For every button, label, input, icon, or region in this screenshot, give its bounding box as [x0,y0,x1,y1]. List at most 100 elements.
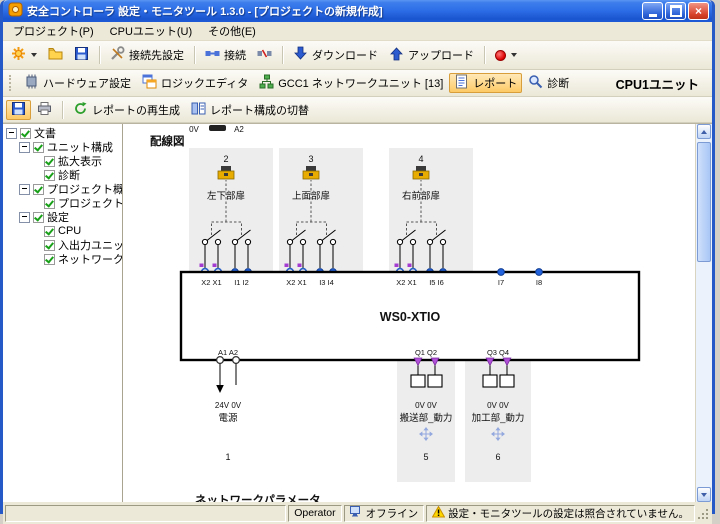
terminal-label: I5 I6 [429,278,444,287]
upload-button[interactable]: アップロード [384,45,479,65]
section-title: 配線図 [150,134,185,148]
save-report-button[interactable] [6,99,31,120]
regenerate-report-button[interactable]: レポートの再生成 [68,100,185,120]
menu-others[interactable]: その他(E) [208,26,256,38]
tree-expander[interactable] [6,127,17,139]
tree-expander[interactable] [19,141,30,153]
door-switch-icon [302,166,320,180]
tree-item-cpu[interactable]: CPU [58,225,82,237]
logic-editor-label: ロジックエディタ [161,78,249,90]
checkbox-document[interactable] [20,127,31,139]
cpu-unit-label: CPU1ユニット [615,77,699,92]
layout-toggle-icon [191,101,206,119]
scroll-up-button[interactable] [697,124,711,139]
tree-item-io-unit[interactable]: 入出力ユニット [58,240,123,252]
output-terminal-marker [485,357,495,367]
menu-cpu-unit[interactable]: CPUユニット(U) [109,26,193,38]
tree-item-unit-config[interactable]: ユニット構成 [47,142,113,154]
tree-item-diagnosis[interactable]: 診断 [58,170,80,182]
close-button[interactable]: × [688,2,709,20]
record-icon [495,49,506,61]
document-tree: 文書 ユニット構成 拡大表示 診断 プロジェクト概要 プロジェクトノート 設定 … [3,124,123,502]
print-button[interactable] [32,100,57,120]
voltage-label: 24V 0V [215,401,242,410]
terminal-label: X2 X1 [396,278,416,287]
connect-settings-button[interactable]: 接続先設定 [105,45,189,65]
vertical-scrollbar[interactable] [695,124,712,502]
app-window: 安全コントローラ 設定・モニタツール 1.3.0 - [プロジェクトの新規作成]… [0,0,715,514]
menu-project[interactable]: プロジェクト(P) [13,26,94,38]
checkbox-expand-view[interactable] [44,155,55,167]
checkbox-project-summary[interactable] [33,183,44,195]
checkbox-cpu[interactable] [44,225,55,237]
terminal-label: A2 [234,125,244,134]
device-label: 右前部扉 [402,190,440,202]
status-message-panel [5,504,287,522]
status-connection-panel: オフライン [343,504,425,522]
tree-item-expand-view[interactable]: 拡大表示 [58,156,102,168]
voltage-label: 0V 0V [415,401,437,410]
checkbox-diagnosis[interactable] [44,169,55,181]
tree-expander[interactable] [19,211,30,223]
dropdown-arrow-icon [31,53,37,57]
toggle-report-structure-button[interactable]: レポート構成の切替 [186,100,314,120]
open-project-button[interactable] [43,45,68,65]
connect-button[interactable]: 接続 [200,45,251,65]
network-unit-button[interactable]: GCC1 ネットワークユニット [13] [254,73,448,93]
wiring-diagram: 0V A2 配線図 2 [150,125,641,502]
minimize-button[interactable] [642,2,663,20]
tree-expander[interactable] [19,183,30,195]
diagnosis-button[interactable]: 診断 [523,73,574,93]
terminal-label: Q1 Q2 [415,348,437,357]
scroll-down-button[interactable] [697,487,711,502]
main-toolbar: 接続先設定 接続 ダウンロード アップロード [3,41,712,70]
output-label: 加工部_動力 [472,412,525,424]
highlight-stripe [279,148,363,272]
hardware-icon [24,74,39,92]
window-title: 安全コントローラ 設定・モニタツール 1.3.0 - [プロジェクトの新規作成] [27,6,383,18]
hardware-config-button[interactable]: ハードウェア設定 [19,73,136,93]
highlight-stripe [465,360,531,482]
device-label: 左下部扉 [207,190,245,202]
toolbar-grip[interactable] [9,75,15,91]
separator [194,46,195,64]
tree-item-project-note[interactable]: プロジェクトノート [58,198,123,210]
logic-editor-button[interactable]: ロジックエディタ [137,73,253,93]
warning-icon [431,504,446,521]
checkbox-network-unit[interactable] [44,253,55,265]
arrow-up-icon [701,129,707,134]
report-button[interactable]: レポート [449,73,523,93]
terminal-label: X2 X1 [201,278,221,287]
logic-editor-icon [142,74,157,92]
tree-item-network-unit[interactable]: ネットワークユニット [58,254,123,266]
scrollbar-thumb[interactable] [697,142,711,262]
checkbox-unit-config[interactable] [33,141,44,153]
download-button[interactable]: ダウンロード [288,45,383,65]
checkbox-settings[interactable] [33,211,44,223]
download-label: ダウンロード [312,50,378,62]
connect-settings-label: 接続先設定 [129,50,184,62]
tree-item-settings[interactable]: 設定 [47,212,69,224]
terminal-label: 0V [189,125,199,134]
record-button[interactable] [490,45,522,65]
tree-item-project-summary[interactable]: プロジェクト概要 [47,184,123,196]
separator [99,46,100,64]
resize-grip[interactable] [697,506,710,521]
new-project-button[interactable] [6,45,42,65]
report-label: レポート [473,78,518,90]
disconnect-button[interactable] [252,45,277,65]
load-symbol [499,374,515,388]
maximize-button[interactable] [665,2,686,20]
plug-disconnect-icon [257,46,272,64]
report-icon [454,74,469,92]
save-project-button[interactable] [69,45,94,65]
menubar: プロジェクト(P) CPUユニット(U) その他(E) [3,22,712,41]
tree-item-document[interactable]: 文書 [34,128,56,140]
checkbox-io-unit[interactable] [44,239,55,251]
printer-icon [37,101,52,119]
checkbox-project-note[interactable] [44,197,55,209]
separator [62,100,63,119]
next-section-title: ネットワークパラメータ [195,493,321,502]
network-unit-label: GCC1 ネットワークユニット [13] [278,78,444,90]
wire-number: 1 [225,452,230,462]
